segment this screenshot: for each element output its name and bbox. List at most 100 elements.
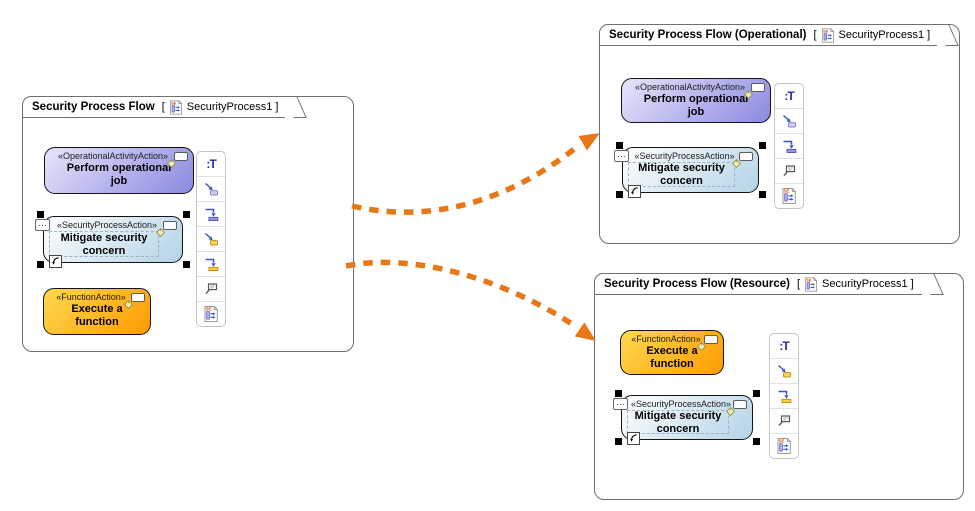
action-node-perform-operational-job[interactable]: «OperationalActivityAction» Perform oper… <box>44 147 194 194</box>
action-node-mitigate-security-concern[interactable]: … «SecurityProcessAction» Mitigate secur… <box>613 390 760 445</box>
edit-name-icon: :T <box>779 339 789 353</box>
selection-handle[interactable] <box>759 142 766 149</box>
node-name: Mitigate security concern <box>60 231 148 257</box>
navigate-indicator[interactable] <box>628 185 641 198</box>
edit-name-button[interactable]: :T <box>197 152 225 176</box>
smart-manipulator-toolbar: :T <box>769 333 799 459</box>
bracket-open: [ <box>796 278 801 290</box>
node-name: Execute a function <box>71 303 123 328</box>
open-specification-button[interactable] <box>197 276 225 301</box>
add-operational-activity-action-button[interactable] <box>197 176 225 201</box>
action-node-mitigate-security-concern[interactable]: … «SecurityProcessAction» Mitigate secur… <box>614 142 766 198</box>
add-function-action-icon <box>777 364 792 378</box>
action-node-perform-operational-job[interactable]: «OperationalActivityAction» Perform oper… <box>621 78 771 123</box>
selection-handle[interactable] <box>37 261 44 268</box>
node-name: Perform operational job <box>66 162 172 187</box>
selection-handle[interactable] <box>183 261 190 268</box>
selection-handle[interactable] <box>183 211 190 218</box>
selection-handle[interactable] <box>616 142 623 149</box>
edit-name-icon: :T <box>784 89 794 103</box>
navigate-indicator[interactable] <box>627 432 640 445</box>
diagram-title: Security Process Flow (Resource) <box>604 278 790 290</box>
create-diagram-icon <box>782 187 796 205</box>
note-indicator <box>732 159 741 168</box>
insert-function-action-icon <box>204 258 219 272</box>
diagram-frame-main[interactable]: Security Process Flow [ SecurityProcess1… <box>22 96 354 352</box>
action-type-indicator <box>131 293 145 302</box>
compartments-button[interactable]: … <box>35 219 50 231</box>
add-function-action-button[interactable] <box>770 358 798 383</box>
add-function-action-icon <box>204 232 219 246</box>
node-name: Execute a function <box>646 345 698 370</box>
create-diagram-icon <box>777 437 791 455</box>
action-node-execute-a-function[interactable]: «FunctionAction» Execute a function <box>43 288 151 335</box>
diagram-tab-resource[interactable]: Security Process Flow (Resource) [ Secur… <box>594 273 922 295</box>
diagram-context: SecurityProcess1 <box>186 101 273 113</box>
edit-name-button[interactable]: :T <box>770 334 798 358</box>
create-diagram-button[interactable] <box>770 433 798 458</box>
bracket-close: ] <box>910 278 914 290</box>
action-type-indicator <box>751 83 765 92</box>
create-diagram-icon <box>204 305 218 323</box>
navigate-indicator[interactable] <box>49 255 62 268</box>
node-stereotype: «OperationalActivityAction» <box>57 151 169 161</box>
action-type-indicator <box>739 152 753 161</box>
activity-diagram-icon <box>168 99 184 116</box>
note-indicator <box>726 407 735 416</box>
action-node-execute-a-function[interactable]: «FunctionAction» Execute a function <box>620 330 724 375</box>
selection-handle[interactable] <box>753 390 760 397</box>
insert-function-action-button[interactable] <box>197 251 225 276</box>
insert-operational-activity-action-button[interactable] <box>775 133 803 158</box>
diagram-title: Security Process Flow (Operational) <box>609 29 807 41</box>
selection-handle[interactable] <box>37 211 44 218</box>
diagram-tab-operational[interactable]: Security Process Flow (Operational) [ Se… <box>599 24 937 46</box>
open-specification-button[interactable] <box>770 408 798 433</box>
action-type-indicator <box>704 335 718 344</box>
smart-manipulator-toolbar: :T <box>196 151 226 327</box>
activity-diagram-icon <box>803 276 819 293</box>
action-node-mitigate-security-concern[interactable]: … «SecurityProcessAction» Mitigate secur… <box>35 211 190 268</box>
specification-icon <box>783 165 796 177</box>
diagram-tab-main[interactable]: Security Process Flow [ SecurityProcess1… <box>22 96 285 118</box>
open-specification-button[interactable] <box>775 158 803 183</box>
create-diagram-button[interactable] <box>775 183 803 208</box>
insert-function-action-icon <box>777 390 792 404</box>
selection-handle[interactable] <box>753 438 760 445</box>
specification-icon <box>778 415 791 427</box>
node-name: Mitigate security concern <box>634 409 722 435</box>
action-type-indicator <box>733 400 747 409</box>
diagram-title: Security Process Flow <box>32 101 155 113</box>
insert-operational-activity-action-icon <box>782 140 797 154</box>
diagram-context: SecurityProcess1 <box>822 278 908 290</box>
node-name: Mitigate security concern <box>638 162 725 187</box>
insert-operational-activity-action-icon <box>204 208 219 222</box>
selection-handle[interactable] <box>759 191 766 198</box>
node-stereotype: «OperationalActivityAction» <box>634 82 746 92</box>
note-indicator <box>167 159 176 168</box>
selection-handle[interactable] <box>616 191 623 198</box>
compartments-button[interactable]: … <box>614 150 629 162</box>
selection-handle[interactable] <box>615 438 622 445</box>
node-stereotype: «FunctionAction» <box>631 334 701 344</box>
add-operational-activity-action-icon <box>782 114 797 128</box>
action-type-indicator <box>163 221 177 230</box>
note-indicator <box>744 90 753 99</box>
bracket-close: ] <box>275 101 279 113</box>
compartments-button[interactable]: … <box>613 398 628 410</box>
add-function-action-button[interactable] <box>197 226 225 251</box>
insert-function-action-button[interactable] <box>770 383 798 408</box>
insert-operational-activity-action-button[interactable] <box>197 201 225 226</box>
selection-handle[interactable] <box>615 390 622 397</box>
diagram-frame-operational[interactable]: Security Process Flow (Operational) [ Se… <box>599 24 960 244</box>
diagram-context: SecurityProcess1 <box>838 29 925 41</box>
bracket-open: [ <box>161 101 165 113</box>
node-stereotype: «SecurityProcessAction» <box>634 151 735 161</box>
create-diagram-button[interactable] <box>197 301 225 326</box>
mapping-arrow-to-operational[interactable] <box>351 133 600 215</box>
add-operational-activity-action-button[interactable] <box>775 108 803 133</box>
edit-name-button[interactable]: :T <box>775 84 803 108</box>
note-indicator <box>156 228 165 237</box>
bracket-close: ] <box>927 29 931 41</box>
node-stereotype: «SecurityProcessAction» <box>630 399 732 409</box>
mapping-arrow-to-resource[interactable] <box>345 259 596 341</box>
